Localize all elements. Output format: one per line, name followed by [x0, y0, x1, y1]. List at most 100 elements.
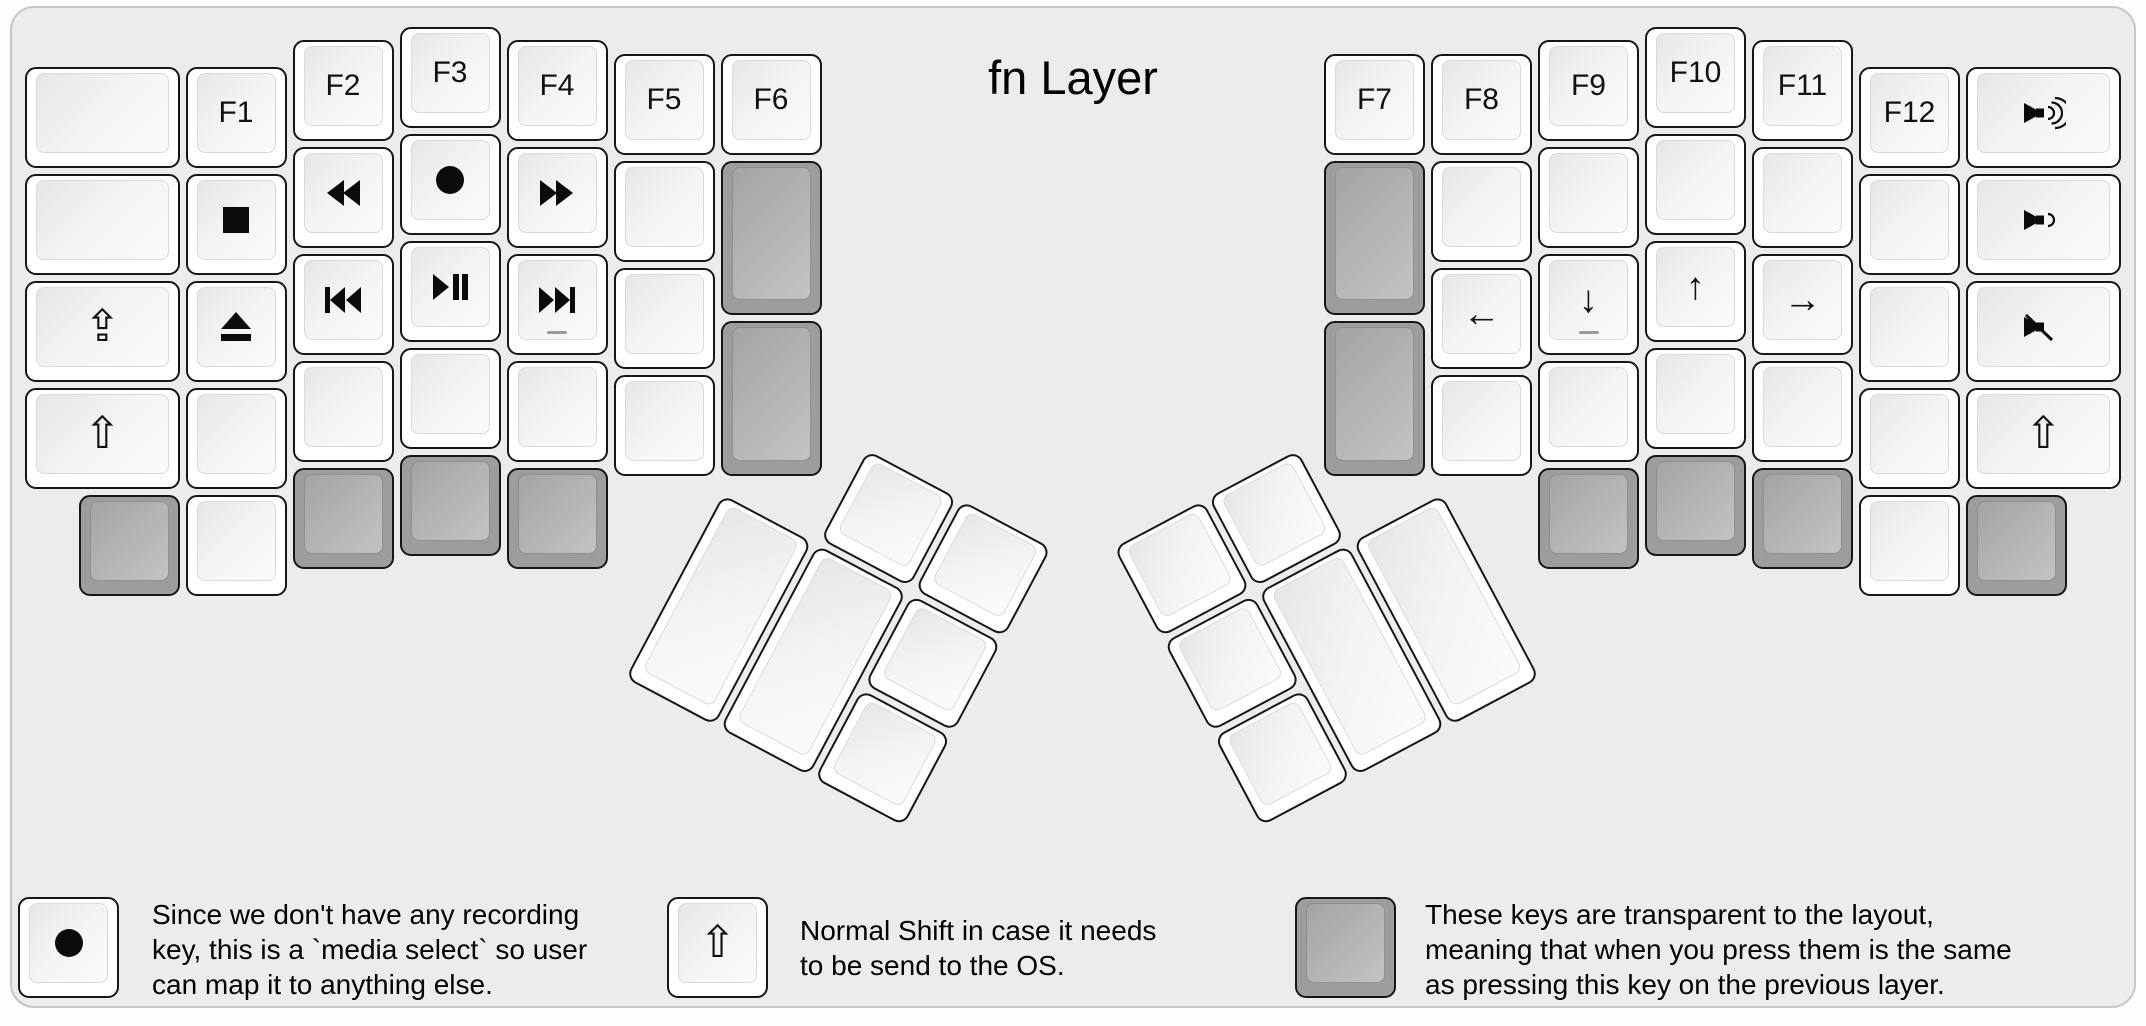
key-blank[interactable] — [185, 388, 287, 490]
key-next-track[interactable] — [506, 254, 608, 356]
key-f12[interactable]: F12 — [1859, 67, 1960, 169]
keycap-top: F10 — [1656, 33, 1735, 113]
key-blank[interactable] — [1538, 147, 1639, 249]
key-blank[interactable] — [1645, 134, 1746, 235]
keycap-top — [410, 354, 490, 434]
keycap-top — [196, 501, 276, 582]
keycap-top — [517, 260, 597, 341]
keycap-top — [1549, 153, 1628, 234]
key-arrow-left[interactable]: ← — [1431, 267, 1532, 369]
key-f11[interactable]: F11 — [1752, 40, 1853, 142]
key-transparent[interactable] — [720, 160, 822, 316]
key-f6[interactable]: F6 — [720, 53, 822, 155]
key-arrow-right[interactable]: → — [1752, 254, 1853, 356]
legend-record-text: Since we don't have any recording key, t… — [152, 897, 587, 1002]
key-f3[interactable]: F3 — [399, 27, 501, 128]
key-transparent[interactable] — [1324, 160, 1425, 316]
keycap-top — [1977, 501, 2056, 582]
key-blank[interactable] — [613, 160, 715, 262]
key-eject[interactable] — [185, 281, 287, 383]
key-f4[interactable]: F4 — [506, 40, 608, 142]
keycap-top — [1656, 354, 1735, 434]
key-blank[interactable] — [399, 348, 501, 449]
key-blank[interactable] — [1859, 281, 1960, 383]
key-arrow-up[interactable]: ↑ — [1645, 241, 1746, 342]
key-transparent[interactable] — [1752, 468, 1853, 570]
keycap-top: ↓ — [1549, 260, 1628, 341]
key-shift-example[interactable]: ⇧ — [667, 897, 768, 998]
key-f2[interactable]: F2 — [292, 40, 394, 142]
key-blank[interactable] — [25, 67, 180, 169]
key-transparent[interactable] — [292, 468, 394, 570]
key-blank[interactable] — [1431, 160, 1532, 262]
key-blank[interactable] — [613, 267, 715, 369]
key-transparent[interactable] — [1966, 495, 2067, 597]
key-blank[interactable] — [185, 495, 287, 597]
key-transparent[interactable] — [1324, 321, 1425, 476]
key-record[interactable] — [399, 134, 501, 235]
keycap-top: F2 — [303, 46, 383, 127]
key-blank[interactable] — [506, 361, 608, 463]
key-label: F10 — [1669, 56, 1722, 89]
keycap-top — [1870, 501, 1949, 582]
keycap-top — [1549, 367, 1628, 448]
key-fast-forward[interactable] — [506, 147, 608, 249]
key-rewind[interactable] — [292, 147, 394, 249]
key-transparent[interactable] — [720, 321, 822, 476]
homing-bar — [1578, 331, 1599, 335]
key-arrow-right-glyph: → — [1783, 279, 1822, 322]
key-label: F4 — [539, 69, 575, 103]
keycap-top — [624, 166, 704, 247]
key-volume-up[interactable] — [1966, 67, 2121, 169]
key-blank[interactable] — [1859, 388, 1960, 490]
keycap-top — [1335, 327, 1414, 461]
key-blank[interactable] — [1859, 495, 1960, 597]
key-blank[interactable] — [1431, 374, 1532, 476]
key-blank[interactable] — [1752, 147, 1853, 249]
key-blank[interactable] — [613, 374, 715, 476]
keycap-top — [1442, 380, 1521, 461]
key-blank[interactable] — [1752, 361, 1853, 463]
keycap-top — [303, 474, 383, 555]
key-f10[interactable]: F10 — [1645, 27, 1746, 128]
key-f8[interactable]: F8 — [1431, 53, 1532, 155]
key-transparent[interactable] — [78, 495, 180, 597]
stop-icon — [223, 207, 249, 234]
legend-shift-text: Normal Shift in case it needs to be send… — [800, 913, 1156, 983]
key-stop[interactable] — [185, 174, 287, 276]
key-arrow-down[interactable]: ↓ — [1538, 254, 1639, 356]
keycap-top: F5 — [624, 59, 704, 140]
keycap-top — [1549, 474, 1628, 555]
key-blank[interactable] — [25, 174, 180, 276]
keycap-top: F7 — [1335, 59, 1414, 140]
key-blank[interactable] — [1859, 174, 1960, 276]
keycap-top: F6 — [731, 59, 811, 140]
key-transparent[interactable] — [506, 468, 608, 570]
key-mute[interactable] — [1966, 281, 2121, 383]
keycap-top: ← — [1442, 273, 1521, 354]
key-f5[interactable]: F5 — [613, 53, 715, 155]
key-shift-glyph: ⇧ — [83, 409, 121, 459]
key-volume-down[interactable] — [1966, 174, 2121, 276]
key-blank[interactable] — [292, 361, 394, 463]
key-blank[interactable] — [1538, 361, 1639, 463]
key-transparent[interactable] — [1538, 468, 1639, 570]
key-record-example[interactable] — [18, 897, 119, 998]
key-transparent-example[interactable] — [1295, 897, 1396, 998]
key-blank[interactable] — [1645, 348, 1746, 449]
key-f1[interactable]: F1 — [185, 67, 287, 169]
key-previous-track[interactable] — [292, 254, 394, 356]
key-transparent[interactable] — [399, 455, 501, 556]
key-play-pause[interactable] — [399, 241, 501, 342]
keycap-top — [196, 180, 276, 261]
key-f7[interactable]: F7 — [1324, 53, 1425, 155]
key-caps-lock[interactable]: ⇪ — [25, 281, 180, 383]
keycap-top: ⇪ — [36, 287, 169, 368]
eject-icon — [221, 312, 251, 342]
key-transparent[interactable] — [1645, 455, 1746, 556]
key-f9[interactable]: F9 — [1538, 40, 1639, 142]
key-shift[interactable]: ⇧ — [1966, 388, 2121, 490]
keycap-top — [831, 699, 939, 808]
key-shift[interactable]: ⇧ — [25, 388, 180, 490]
